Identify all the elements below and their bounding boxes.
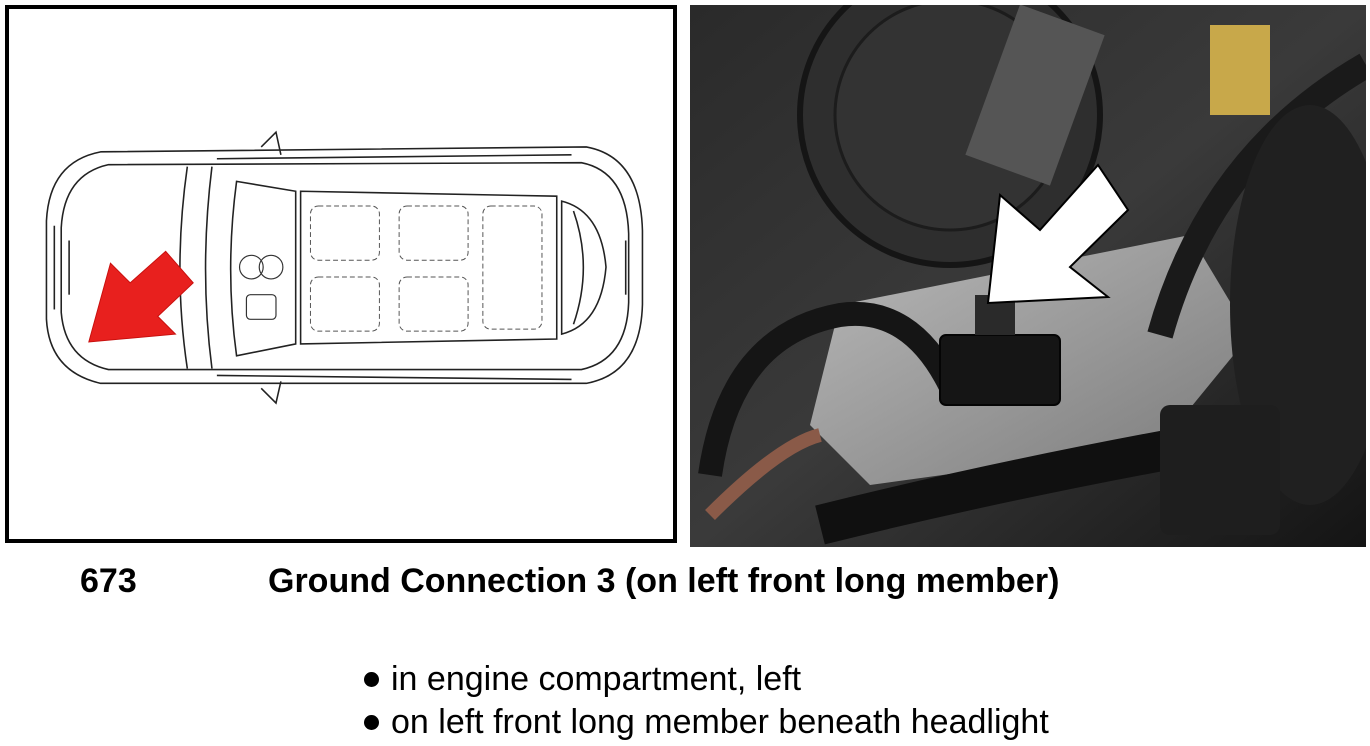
ground-point-arrow-icon	[986, 163, 1130, 305]
location-text: in engine compartment, left	[391, 660, 802, 698]
bullet-icon	[364, 715, 379, 730]
component-number: 673	[80, 562, 137, 600]
list-item: on left front long member beneath headli…	[360, 701, 1049, 744]
location-list: in engine compartment, left on left fron…	[360, 658, 1049, 744]
list-item: in engine compartment, left	[360, 658, 1049, 701]
bullet-icon	[364, 672, 379, 687]
engine-compartment-photo	[690, 5, 1366, 547]
vehicle-top-view-diagram	[45, 130, 644, 405]
location-arrow-icon	[88, 250, 194, 343]
vehicle-diagram-panel	[5, 5, 677, 543]
engine-bay-details	[238, 254, 284, 320]
interior-seats	[309, 205, 543, 332]
engine-compartment-photo-panel	[690, 5, 1366, 547]
location-text: on left front long member beneath headli…	[391, 703, 1049, 741]
component-title: Ground Connection 3 (on left front long …	[268, 562, 1060, 600]
car-outline	[45, 130, 644, 405]
